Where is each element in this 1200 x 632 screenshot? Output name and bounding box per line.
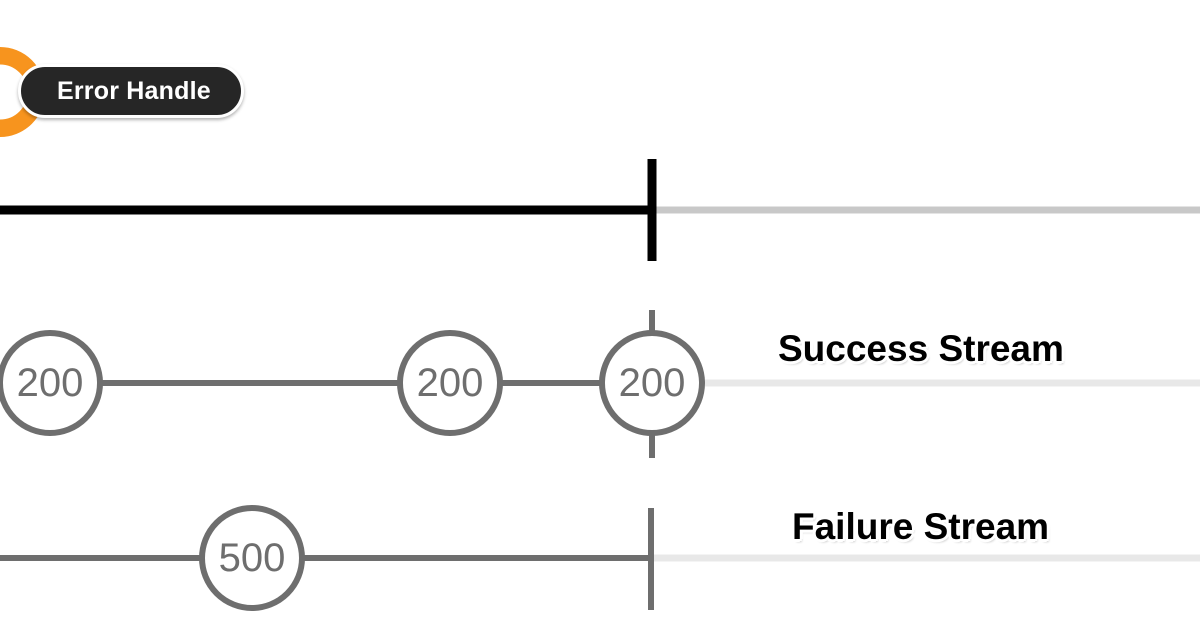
- track-failure-stream: 500: [0, 505, 1200, 611]
- marble-value: 500: [219, 536, 286, 580]
- track-source: [0, 159, 1200, 261]
- marble-value: 200: [619, 361, 686, 405]
- marble-value: 200: [17, 361, 84, 405]
- marble-circle: [0, 330, 103, 436]
- operator-badge-label: Error Handle: [57, 76, 211, 105]
- marble-circle: [599, 330, 705, 436]
- success-stream-label: Success Stream: [778, 328, 1064, 369]
- marble-circle: [397, 330, 503, 436]
- marble-circle: [199, 505, 305, 611]
- track-success-stream: 200 200 200: [0, 310, 1200, 458]
- marble-failure-1[interactable]: 500: [199, 505, 305, 611]
- failure-stream-label: Failure Stream: [792, 506, 1050, 547]
- marble-success-3[interactable]: 200: [599, 330, 705, 436]
- marble-value: 200: [417, 361, 484, 405]
- operator-badge-error-handle[interactable]: Error Handle: [18, 64, 244, 118]
- marble-success-1[interactable]: 200: [0, 330, 103, 436]
- marble-success-2[interactable]: 200: [397, 330, 503, 436]
